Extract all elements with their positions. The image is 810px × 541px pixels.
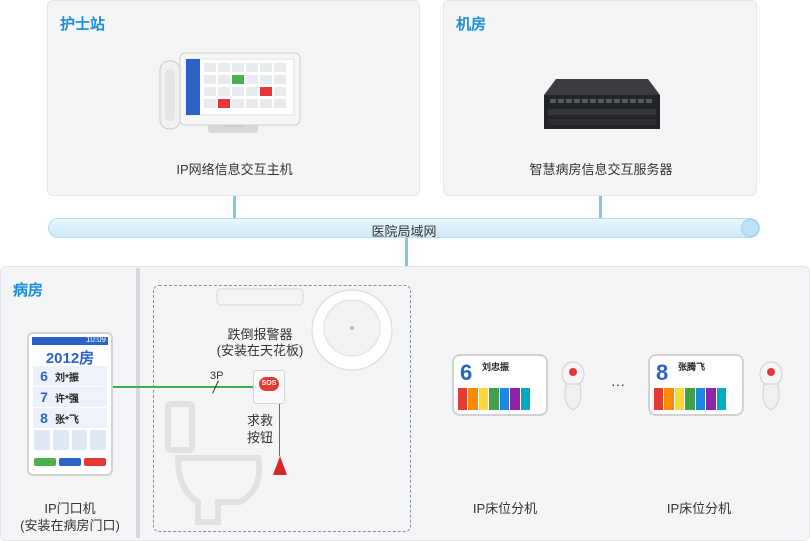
ward-title: 病房 bbox=[13, 282, 44, 299]
bed-tags bbox=[458, 388, 530, 410]
door-staff-photos bbox=[34, 430, 106, 450]
ip-host-terminal-image bbox=[159, 52, 301, 133]
door-time: 10:09 bbox=[85, 335, 106, 344]
door-bed-number: 6 bbox=[40, 368, 48, 384]
lan-bus-end bbox=[741, 219, 759, 237]
bed-unit-2: 8 张腾飞 bbox=[648, 354, 744, 416]
server-image bbox=[544, 79, 660, 129]
bed-patient-name: 张腾飞 bbox=[678, 362, 706, 372]
nurse-link-line bbox=[233, 196, 236, 218]
emergency-button-label-1: 求救 bbox=[246, 413, 273, 428]
door-bed-number: 8 bbox=[40, 410, 48, 426]
cable-label: 3P bbox=[210, 370, 224, 382]
door-bed-name: 刘*振 bbox=[55, 372, 79, 384]
nurse-station-panel: 护士站 IP网络信息交互主机 bbox=[47, 0, 420, 196]
emergency-button-device: SOS bbox=[253, 370, 285, 404]
bed-number: 6 bbox=[460, 360, 473, 385]
fall-alarm-device bbox=[216, 288, 304, 306]
door-action-buttons bbox=[34, 458, 106, 466]
server-room-title: 机房 bbox=[456, 16, 487, 33]
bed-tags bbox=[654, 388, 726, 410]
door-bed-name: 张*飞 bbox=[55, 414, 79, 426]
bed-ellipsis: ··· bbox=[611, 376, 625, 392]
fall-alarm-zoom bbox=[311, 289, 393, 371]
bed-patient-name: 刘忠振 bbox=[482, 362, 510, 372]
door-bed-number: 7 bbox=[40, 389, 48, 405]
bed-unit-1-label: IP床位分机 bbox=[472, 501, 538, 516]
server-room-panel: 机房 智慧病房信息交互服务器 bbox=[443, 0, 757, 196]
ward-divider bbox=[136, 268, 140, 538]
door-bed-row: 8 张*飞 bbox=[33, 408, 107, 428]
door-bed-list: 6 刘*振 7 许*强 8 张*飞 bbox=[33, 366, 107, 428]
bed-number: 8 bbox=[656, 360, 669, 385]
server-label: 智慧病房信息交互服务器 bbox=[529, 162, 673, 177]
door-room-number: 2012房 bbox=[45, 350, 95, 367]
fall-alarm-label-1: 跌倒报警器 bbox=[227, 327, 293, 342]
lan-bus: 医院局域网 bbox=[48, 218, 760, 239]
fall-alarm-label-2: (安装在天花板) bbox=[216, 343, 304, 358]
pull-cord bbox=[279, 404, 280, 456]
door-to-button-line bbox=[113, 386, 253, 388]
door-bed-row: 7 许*强 bbox=[33, 387, 107, 407]
bed-unit-1: 6 刘忠振 bbox=[452, 354, 548, 416]
ip-host-label: IP网络信息交互主机 bbox=[176, 162, 293, 177]
bed-unit-2-label: IP床位分机 bbox=[666, 501, 732, 516]
server-link-line bbox=[599, 196, 602, 218]
bed-unit-1-handset bbox=[561, 361, 585, 411]
toilet-zone bbox=[153, 285, 411, 532]
door-unit-label-2: (安装在病房门口) bbox=[20, 518, 120, 533]
pull-cord-handle-icon bbox=[273, 456, 287, 475]
door-bed-name: 许*强 bbox=[55, 393, 79, 405]
ward-link-line bbox=[405, 238, 408, 266]
sos-badge: SOS bbox=[259, 377, 279, 391]
nurse-station-title: 护士站 bbox=[60, 16, 106, 33]
door-bed-row: 6 刘*振 bbox=[33, 366, 107, 386]
lan-label: 医院局域网 bbox=[371, 224, 437, 239]
door-unit-label-1: IP门口机 bbox=[44, 501, 96, 516]
ip-door-unit: 10:09 2012房 6 刘*振 7 许*强 8 张*飞 bbox=[27, 332, 113, 476]
emergency-button-label-2: 按钮 bbox=[246, 430, 273, 445]
toilet-image bbox=[165, 401, 263, 525]
bed-unit-2-handset bbox=[759, 361, 783, 411]
